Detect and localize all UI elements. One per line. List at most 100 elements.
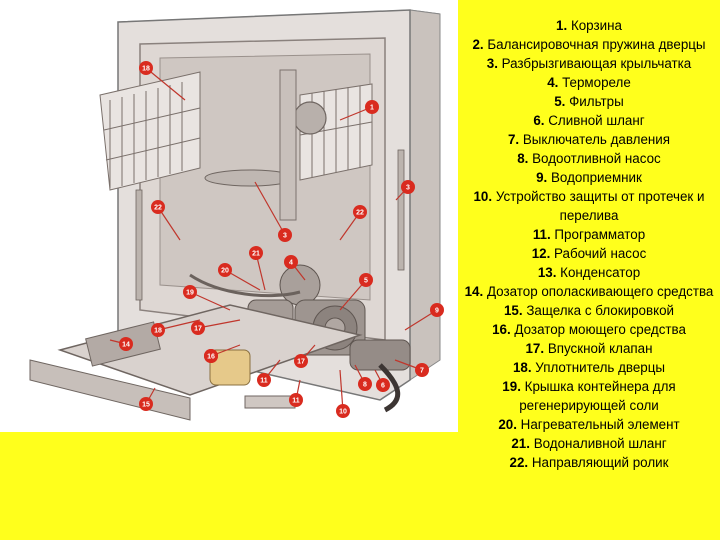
legend-item: 3. Разбрызгивающая крыльчатка: [458, 54, 720, 73]
legend-item: 4. Термореле: [458, 73, 720, 92]
thermostat: [293, 101, 327, 135]
callout-label: 3: [283, 233, 287, 240]
door-spring-right: [397, 149, 405, 271]
legend-number: 13.: [537, 265, 557, 280]
legend-item: 10. Устройство защиты от протечек и пере…: [458, 187, 720, 225]
callout-label: 21: [252, 251, 260, 258]
callout-marker: [139, 61, 153, 75]
legend-number: 14.: [464, 284, 484, 299]
callout-label: 6: [381, 383, 385, 390]
legend-text: Разбрызгивающая крыльчатка: [497, 56, 692, 71]
legend-number: 10.: [473, 189, 493, 204]
legend-number: 3.: [486, 56, 498, 71]
door-spring-left: [135, 189, 143, 301]
legend-text: Направляющий ролик: [528, 455, 669, 470]
callout-marker: [278, 228, 292, 242]
legend-number: 19.: [502, 379, 521, 394]
legend-number: 2.: [472, 37, 484, 52]
callout-marker: [358, 377, 372, 391]
legend-number: 9.: [536, 170, 548, 185]
legend-number: 8.: [517, 151, 529, 166]
callout-label: 16: [207, 354, 215, 361]
legend-item: 19. Крышка контейнера для регенерирующей…: [458, 377, 720, 415]
legend-text: Крышка контейнера для регенерирующей сол…: [519, 379, 676, 413]
legend-text: Фильтры: [565, 94, 624, 109]
legend-number: 20.: [498, 417, 517, 432]
legend-item: 8. Водоотливной насос: [458, 149, 720, 168]
callout-label: 22: [356, 210, 364, 217]
callout-marker: [183, 285, 197, 299]
callout-label: 11: [260, 378, 268, 385]
callout-marker: [294, 354, 308, 368]
legend-text: Сливной шланг: [544, 113, 645, 128]
legend-item: 2. Балансировочная пружина дверцы: [458, 35, 720, 54]
dishwasher-illustration: 1813222232142051991817161614177118615111…: [0, 0, 458, 432]
callout-label: 5: [364, 278, 368, 285]
legend-number: 16.: [492, 322, 511, 337]
callout-marker: [204, 349, 218, 363]
legend-text: Устройство защиты от протечек и перелива: [492, 189, 705, 223]
legend-number: 7.: [507, 132, 520, 147]
legend-item: 18. Уплотнитель дверцы: [458, 358, 720, 377]
callout-label: 18: [154, 328, 162, 335]
callout-marker: [151, 323, 165, 337]
legend-text: Защелка с блокировкой: [522, 303, 675, 318]
legend-text: Программатор: [550, 227, 646, 242]
legend-item: 13. Конденсатор: [458, 263, 720, 282]
legend-text: Уплотнитель дверцы: [531, 360, 666, 375]
legend-item: 5. Фильтры: [458, 92, 720, 111]
legend-number: 6.: [533, 113, 545, 128]
callout-label: 18: [142, 66, 150, 73]
callout-marker: [401, 180, 415, 194]
callout-label: 9: [435, 308, 439, 315]
legend-number: 18.: [512, 360, 532, 375]
callout-label: 8: [363, 382, 367, 389]
legend-text: Корзина: [567, 18, 622, 33]
callout-label: 22: [154, 205, 162, 212]
legend-item: 1. Корзина: [458, 16, 720, 35]
callout-label: 19: [186, 290, 194, 297]
legend-text: Конденсатор: [556, 265, 641, 280]
legend-item: 16. Дозатор моющего средства: [458, 320, 720, 339]
callout-marker: [119, 337, 133, 351]
legend-item: 20. Нагревательный элемент: [458, 415, 720, 434]
callout-label: 15: [142, 402, 150, 409]
legend-text: Нагревательный элемент: [516, 417, 680, 432]
callout-marker: [336, 404, 350, 418]
heating-element: [189, 273, 301, 298]
callout-marker: [289, 393, 303, 407]
legend-item: 12. Рабочий насос: [458, 244, 720, 263]
callout-marker: [249, 246, 263, 260]
callout-marker: [284, 255, 298, 269]
legend-item: 21. Водоналивной шланг: [458, 434, 720, 453]
legend-text: Водоприемник: [547, 170, 642, 185]
legend-text: Дозатор ополаскивающего средства: [483, 284, 714, 299]
legend-text: Балансировочная пружина дверцы: [483, 37, 706, 52]
callout-marker: [151, 200, 165, 214]
legend-item: 11. Программатор: [458, 225, 720, 244]
legend-number: 17.: [525, 341, 545, 356]
salt-container: [209, 349, 251, 386]
legend-item: 7. Выключатель давления: [458, 130, 720, 149]
legend-number: 4.: [547, 75, 559, 90]
callout-marker: [365, 100, 379, 114]
callout-marker: [218, 263, 232, 277]
legend-text: Впускной клапан: [544, 341, 653, 356]
callout-marker: [359, 273, 373, 287]
callout-marker: [430, 303, 444, 317]
legend-item: 22. Направляющий ролик: [458, 453, 720, 472]
callout-label: 7: [420, 368, 424, 375]
callout-label: 3: [406, 185, 410, 192]
control-panel: [244, 395, 296, 409]
legend-number: 12.: [531, 246, 551, 261]
callout-label: 14: [122, 342, 130, 349]
callout-marker: [415, 363, 429, 377]
legend-item: 9. Водоприемник: [458, 168, 720, 187]
legend-text: Водоналивной шланг: [529, 436, 667, 451]
legend-text: Рабочий насос: [550, 246, 647, 261]
callout-label: 4: [289, 260, 293, 267]
callout-label: 1: [370, 105, 374, 112]
legend-text: Водоотливной насос: [528, 151, 661, 166]
callout-marker: [139, 397, 153, 411]
legend-number: 11.: [532, 227, 551, 242]
